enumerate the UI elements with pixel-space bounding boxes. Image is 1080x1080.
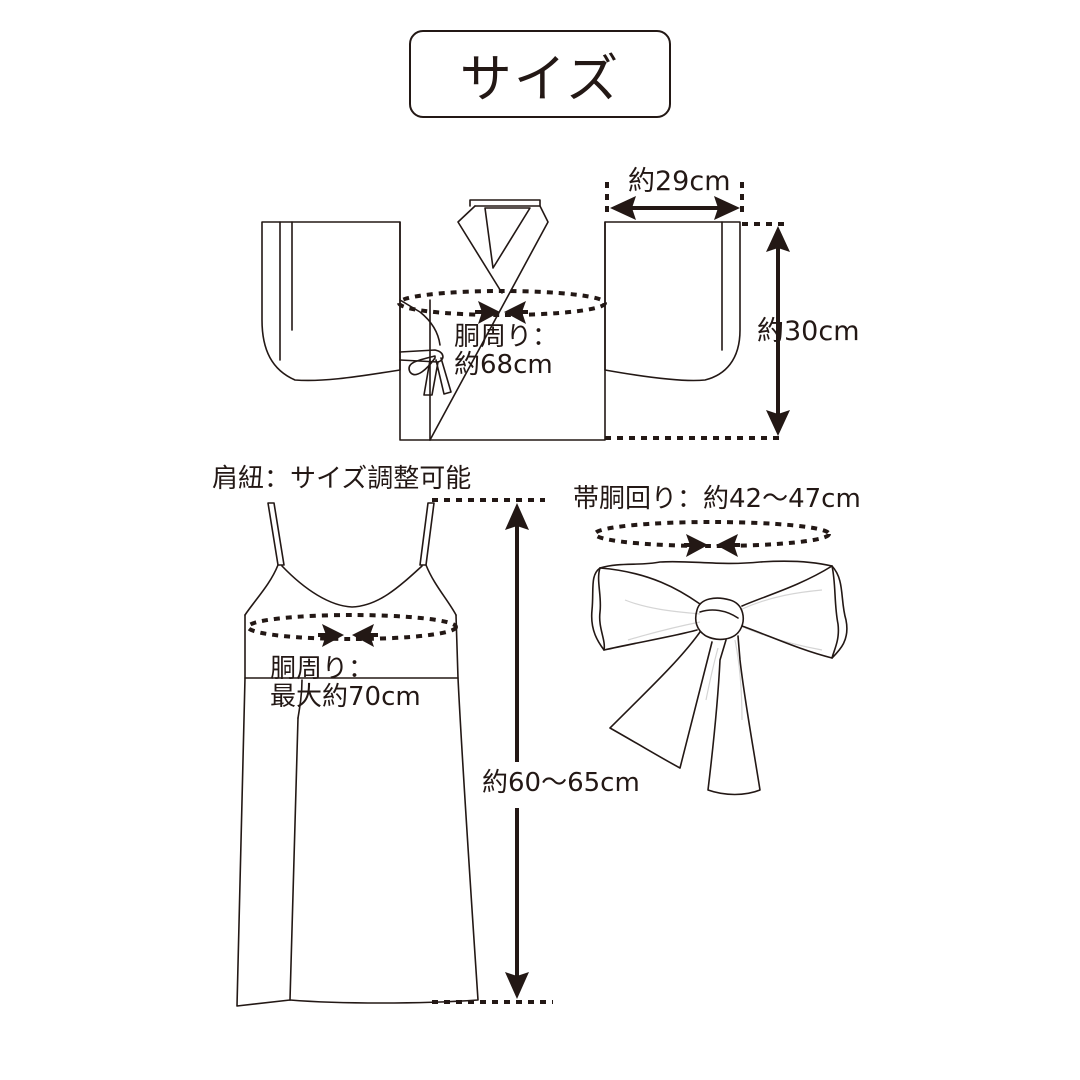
dress-length-label: 約60〜65cm [482, 768, 640, 798]
arrow-right-icon [322, 624, 344, 647]
sash-waist-label: 帯胴回り：約42〜47cm [573, 484, 861, 514]
arrow-left-icon [504, 301, 526, 324]
arrow-left-icon [716, 534, 738, 557]
dress-drawing [236, 502, 479, 1007]
strap-label: 肩紐：サイズ調整可能 [212, 464, 472, 494]
sash-drawing [590, 560, 848, 796]
arrow-right-icon [686, 534, 708, 557]
jacket-drawing [261, 199, 741, 441]
arrow-left-icon [352, 624, 374, 647]
sash-waist-ellipse [593, 520, 831, 548]
dress-waist-label: 胴周り： 最大約70cm [270, 655, 421, 711]
dress-waist-label-line1: 胴周り： [270, 654, 375, 684]
dress-waist-label-line2: 最大約70cm [270, 682, 421, 712]
page-title: サイズ [459, 49, 621, 110]
jacket-waist-label-line1: 胴周り： [454, 322, 559, 352]
jacket-waist-label: 胴周り： 約68cm [454, 323, 558, 379]
jacket-height-label: 約30cm [757, 316, 860, 347]
jacket-waist-label-line2: 約68cm [454, 350, 553, 380]
arrow-right-icon [478, 301, 500, 324]
title-box: サイズ [409, 30, 671, 118]
jacket-waist-ellipse [397, 289, 607, 317]
sleeve-width-label: 約29cm [628, 166, 731, 197]
dress-waist-ellipse [246, 613, 458, 641]
